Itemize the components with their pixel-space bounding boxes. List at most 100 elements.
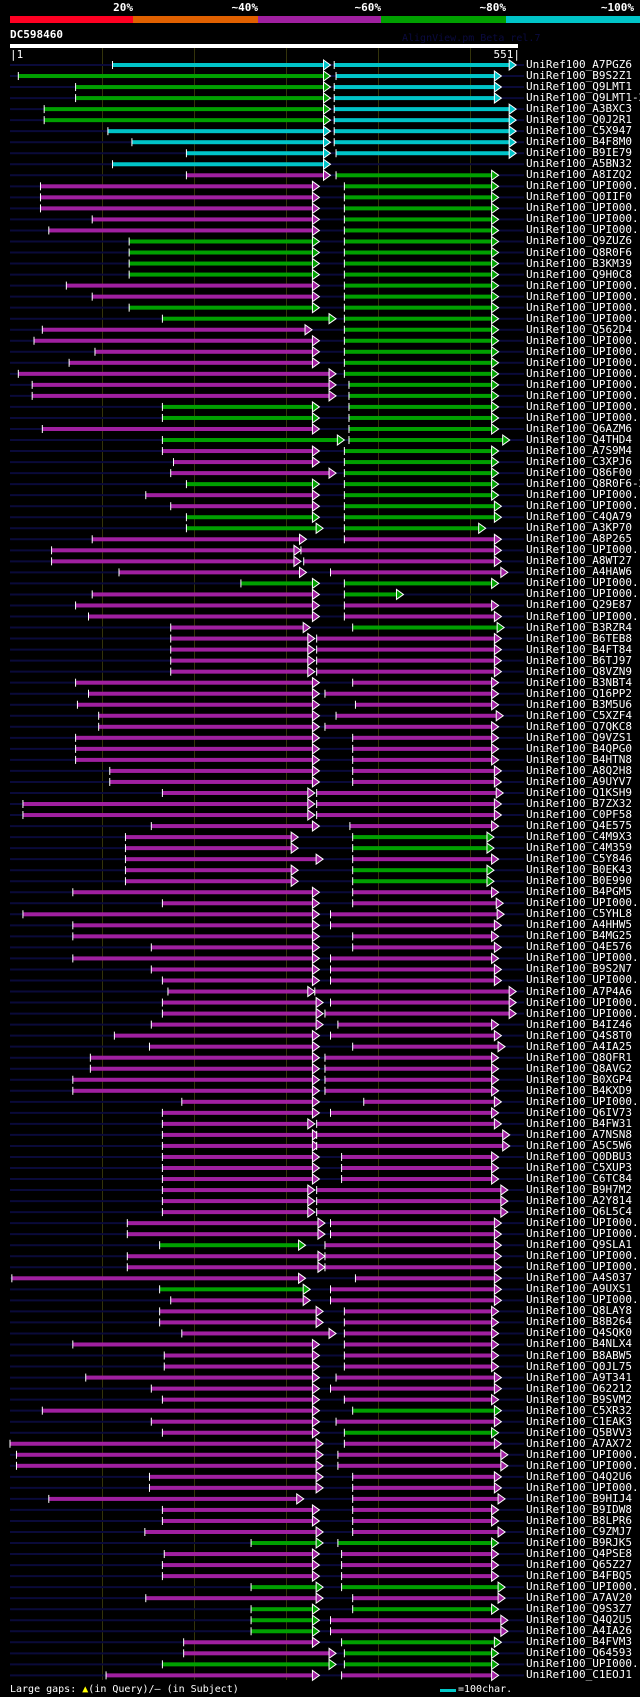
hit-row[interactable] xyxy=(10,257,524,270)
hit-label[interactable]: UniRef100_B3RZR4 xyxy=(526,620,632,634)
hit-row[interactable] xyxy=(10,1007,524,1020)
hit-row[interactable] xyxy=(10,853,524,866)
hit-row[interactable] xyxy=(10,1404,524,1417)
hit-label[interactable]: UniRef100_A5BN32 xyxy=(526,157,632,171)
hit-row[interactable] xyxy=(10,125,524,138)
hit-label[interactable]: UniRef100_UPI000... xyxy=(526,488,640,502)
hit-row[interactable] xyxy=(10,1117,524,1130)
hit-label[interactable]: UniRef100_B8LPR6 xyxy=(526,1513,632,1527)
hit-row[interactable] xyxy=(10,555,524,568)
hit-label[interactable]: UniRef100_A2Y814 xyxy=(526,1194,632,1208)
hit-label[interactable]: UniRef100_A8P265 xyxy=(526,532,632,546)
hit-row[interactable] xyxy=(10,389,524,402)
hit-row[interactable] xyxy=(10,1040,524,1053)
hit-label[interactable]: UniRef100_Q8QFR1 xyxy=(526,1050,632,1064)
hit-label[interactable]: UniRef100_C5XUP3 xyxy=(526,1161,632,1174)
hit-row[interactable] xyxy=(10,908,524,921)
hit-row[interactable] xyxy=(10,963,524,976)
hit-label[interactable]: UniRef100_C5X947 xyxy=(526,124,632,138)
hit-row[interactable] xyxy=(10,1272,524,1285)
hit-row[interactable] xyxy=(10,1338,524,1351)
hit-row[interactable] xyxy=(10,500,524,513)
hit-label[interactable]: UniRef100_Q6IV73 xyxy=(526,1105,632,1119)
hit-row[interactable] xyxy=(10,985,524,998)
hit-row[interactable] xyxy=(10,919,524,932)
hit-row[interactable] xyxy=(10,378,524,391)
hit-label[interactable]: UniRef100_B4NLX4 xyxy=(526,1337,632,1351)
hit-label[interactable]: UniRef100_Q6L5C4 xyxy=(526,1205,632,1219)
hit-label[interactable]: UniRef100_UPI000... xyxy=(526,1447,640,1461)
hit-label[interactable]: UniRef100_C6TC84 xyxy=(526,1172,632,1186)
hit-row[interactable] xyxy=(10,1095,524,1108)
hit-label[interactable]: UniRef100_A7NSN8 xyxy=(526,1127,632,1141)
hit-row[interactable] xyxy=(10,445,524,458)
hit-label[interactable]: UniRef100_C3XPJ6 xyxy=(526,455,632,469)
hit-label[interactable]: UniRef100_UPI000... xyxy=(526,289,640,303)
hit-label[interactable]: UniRef100_UPI000... xyxy=(526,499,640,513)
hit-label[interactable]: UniRef100_A4IA26 xyxy=(526,1624,632,1638)
hit-label[interactable]: UniRef100_Q9LMT1 xyxy=(526,80,632,94)
hit-row[interactable] xyxy=(10,1239,524,1252)
hit-row[interactable] xyxy=(10,577,524,590)
hit-row[interactable] xyxy=(10,1492,524,1505)
hit-row[interactable] xyxy=(10,1625,524,1638)
hit-label[interactable]: UniRef100_Q65Z27 xyxy=(526,1558,632,1572)
hit-row[interactable] xyxy=(10,434,524,446)
hit-label[interactable]: UniRef100_C4M359 xyxy=(526,841,632,855)
hit-label[interactable]: UniRef100_Q1KSH9 xyxy=(526,785,632,799)
hit-label[interactable]: UniRef100_UPI000... xyxy=(526,223,640,237)
hit-label[interactable]: UniRef100_O62212 xyxy=(526,1381,632,1395)
hit-row[interactable] xyxy=(10,1548,524,1561)
hit-label[interactable]: UniRef100_Q0J2R1 xyxy=(526,113,632,127)
hit-row[interactable] xyxy=(10,1173,524,1186)
hit-row[interactable] xyxy=(10,709,524,722)
hit-row[interactable] xyxy=(10,1051,524,1064)
hit-label[interactable]: UniRef100_B4PGM5 xyxy=(526,885,632,899)
hit-row[interactable] xyxy=(10,1250,524,1263)
hit-label[interactable]: UniRef100_UPI000... xyxy=(526,278,640,292)
hit-label[interactable]: UniRef100_A4IA25 xyxy=(526,1039,632,1053)
hit-row[interactable] xyxy=(10,544,524,557)
hit-label[interactable]: UniRef100_C1EAK3 xyxy=(526,1414,632,1428)
hit-label[interactable]: UniRef100_Q4Q2U5 xyxy=(526,1613,632,1627)
hit-label[interactable]: UniRef100_UPI000... xyxy=(526,388,640,402)
hit-label[interactable]: UniRef100_UPI000... xyxy=(526,896,640,910)
hit-row[interactable] xyxy=(10,1669,524,1682)
hit-label[interactable]: UniRef100_B4F8M0 xyxy=(526,135,632,149)
hit-label[interactable]: UniRef100_C4QA79 xyxy=(526,510,632,524)
hit-row[interactable] xyxy=(10,897,524,910)
hit-label[interactable]: UniRef100_Q4THD4 xyxy=(526,433,632,447)
hit-label[interactable]: UniRef100_UPI000... xyxy=(526,410,640,424)
hit-row[interactable] xyxy=(10,1382,524,1395)
hit-label[interactable]: UniRef100_B4KXD9 xyxy=(526,1083,632,1097)
hit-label[interactable]: UniRef100_Q9LMT1-2 xyxy=(526,91,640,105)
hit-label[interactable]: UniRef100_A7P4A6 xyxy=(526,984,632,998)
hit-label[interactable]: UniRef100_UPI000... xyxy=(526,543,640,557)
hit-row[interactable] xyxy=(10,59,524,71)
hit-row[interactable] xyxy=(10,1393,524,1406)
hit-row[interactable] xyxy=(10,1581,524,1594)
hit-label[interactable]: UniRef100_A7S9M4 xyxy=(526,444,632,458)
hit-row[interactable] xyxy=(10,246,524,259)
hit-row[interactable] xyxy=(10,941,524,954)
hit-label[interactable]: UniRef100_B7ZX32 xyxy=(526,797,632,810)
hit-label[interactable]: UniRef100_B4FW31 xyxy=(526,1116,632,1130)
hit-label[interactable]: UniRef100_B8ABW5 xyxy=(526,1348,632,1362)
hit-label[interactable]: UniRef100_B6TEB8 xyxy=(526,631,632,645)
hit-row[interactable] xyxy=(10,1570,524,1583)
hit-row[interactable] xyxy=(10,1228,524,1241)
hit-row[interactable] xyxy=(10,1062,524,1075)
hit-label[interactable]: UniRef100_Q4PSE8 xyxy=(526,1547,632,1561)
hit-row[interactable] xyxy=(9,1437,524,1450)
hit-row[interactable] xyxy=(10,279,524,292)
hit-row[interactable] xyxy=(10,456,524,469)
hit-row[interactable] xyxy=(10,1426,524,1439)
hit-label[interactable]: UniRef100_B9H7M2 xyxy=(526,1183,632,1197)
hit-row[interactable] xyxy=(10,81,524,94)
hit-label[interactable]: UniRef100_B3KM39 xyxy=(526,256,632,270)
hit-row[interactable] xyxy=(10,1537,524,1549)
hit-label[interactable]: UniRef100_B4QPG0 xyxy=(526,741,632,755)
hit-row[interactable] xyxy=(10,136,524,149)
hit-row[interactable] xyxy=(10,1514,524,1527)
hit-label[interactable]: UniRef100_UPI000... xyxy=(526,576,640,590)
